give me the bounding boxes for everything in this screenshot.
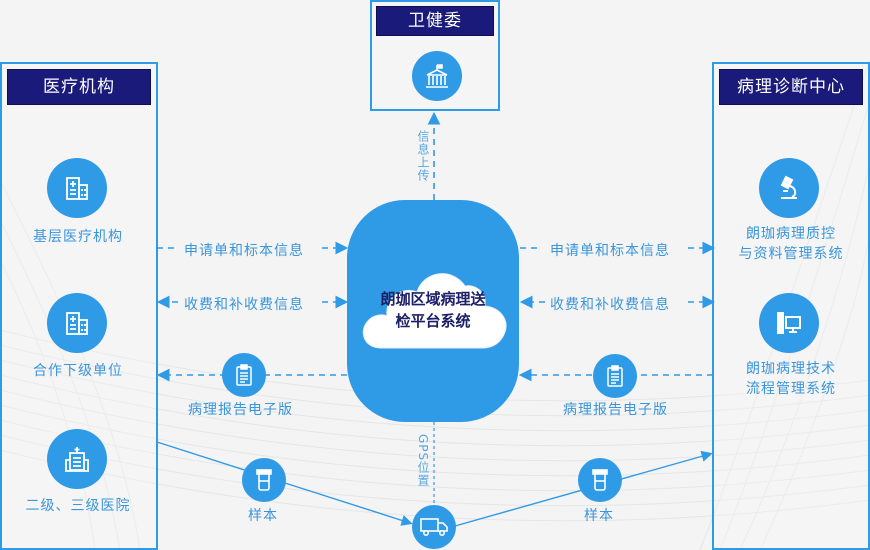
- left-report-label: 病理报告电子版: [188, 402, 293, 418]
- computer-icon: [759, 293, 819, 353]
- hospital-building-icon: [47, 293, 107, 353]
- gps-label: GPS位置: [416, 434, 430, 488]
- right-sample-label: 样本: [584, 508, 614, 524]
- tier-hospitals-label: 二级、三级医院: [25, 498, 131, 514]
- cloud-icon: [362, 273, 507, 349]
- panel-title-health-commission: 卫健委: [376, 6, 494, 36]
- upload-label: 信息上传: [416, 130, 430, 182]
- hub-title-line2: 检平台系统: [395, 312, 471, 330]
- platform-hub: 朗珈区域病理送 检平台系统: [347, 200, 519, 422]
- left-request-label: 申请单和标本信息: [184, 243, 304, 259]
- microscope-icon: [759, 158, 819, 218]
- primary-care-label: 基层医疗机构: [33, 229, 123, 245]
- workflow-system-label-line2: 流程管理系统: [746, 381, 836, 397]
- qc-system-label: 朗珈病理质控 与资料管理系统: [712, 224, 870, 264]
- right-request-label: 申请单和标本信息: [550, 243, 670, 259]
- right-fee-label: 收费和补收费信息: [550, 297, 670, 313]
- sample-tube-icon: [242, 458, 286, 502]
- hospital-icon: [47, 429, 107, 489]
- qc-system-label-line1: 朗珈病理质控: [746, 226, 836, 242]
- partner-unit-label: 合作下级单位: [33, 363, 123, 379]
- clipboard-icon: [593, 354, 637, 398]
- panel-title-medical-institutions: 医疗机构: [7, 69, 151, 105]
- right-report-label: 病理报告电子版: [563, 402, 668, 418]
- health-commission-panel: 卫健委: [370, 0, 500, 111]
- workflow-system-label-line1: 朗珈病理技术: [746, 361, 836, 377]
- left-sample-label: 样本: [248, 508, 278, 524]
- sample-tube-icon: [578, 458, 622, 502]
- hospital-building-icon: [47, 158, 107, 218]
- qc-system-label-line2: 与资料管理系统: [738, 246, 844, 262]
- government-building-icon: [412, 51, 462, 101]
- hub-title-line1: 朗珈区域病理送: [380, 290, 486, 308]
- panel-title-pathology-center: 病理诊断中心: [719, 69, 863, 105]
- truck-icon: [412, 505, 456, 549]
- clipboard-icon: [222, 353, 266, 397]
- left-fee-label: 收费和补收费信息: [184, 297, 304, 313]
- workflow-system-label: 朗珈病理技术 流程管理系统: [712, 359, 870, 399]
- hub-title: 朗珈区域病理送 检平台系统: [347, 288, 519, 332]
